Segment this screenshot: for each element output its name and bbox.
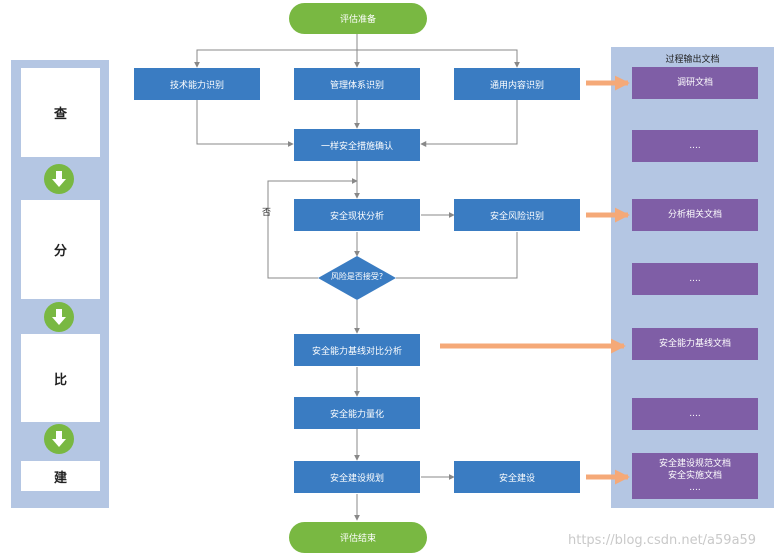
no-label: 否	[262, 208, 272, 218]
process-planning: 安全建设规划	[294, 461, 420, 493]
doc-line: ....	[689, 483, 701, 493]
process-build: 安全建设	[454, 461, 580, 493]
down-arrow-icon	[44, 302, 74, 332]
stage-fen: 分	[21, 200, 100, 299]
down-arrow-icon	[44, 164, 74, 194]
doc-line: 安全能力基线文档	[658, 339, 731, 349]
doc-line: 调研文档	[676, 78, 713, 88]
output-panel-title: 过程输出文档	[665, 55, 720, 65]
doc-survey: 调研文档	[632, 67, 758, 99]
stage-cha: 查	[21, 68, 100, 157]
process-mgmt-identify: 管理体系识别	[294, 68, 420, 100]
doc-analysis: 分析相关文档	[632, 199, 758, 231]
doc-line: ....	[689, 274, 701, 284]
watermark: https://blog.csdn.net/a59a59	[568, 533, 757, 548]
stage-jian: 建	[21, 461, 100, 491]
doc-more: ....	[632, 130, 758, 162]
down-arrow-icon	[44, 424, 74, 454]
decision-diamond	[318, 256, 396, 300]
doc-baseline: 安全能力基线文档	[632, 328, 758, 360]
process-confirm: 一样安全措施确认	[294, 129, 420, 161]
end-terminal: 评估结束	[289, 522, 427, 553]
start-terminal: 评估准备	[289, 3, 427, 34]
doc-more: ....	[632, 398, 758, 430]
process-risk: 安全风险识别	[454, 199, 580, 231]
decision-label: 风险是否接受?	[330, 272, 384, 281]
doc-line: ....	[689, 141, 701, 151]
doc-line: 安全实施文档	[667, 471, 722, 481]
process-tech-identify: 技术能力识别	[134, 68, 260, 100]
process-baseline: 安全能力基线对比分析	[294, 334, 420, 366]
stage-bi: 比	[21, 334, 100, 422]
doc-line: ....	[689, 409, 701, 419]
process-status: 安全现状分析	[294, 199, 420, 231]
doc-build: 安全建设规范文档 安全实施文档 ....	[632, 453, 758, 499]
process-quantify: 安全能力量化	[294, 397, 420, 429]
doc-line: 分析相关文档	[667, 210, 722, 220]
doc-more: ....	[632, 263, 758, 295]
process-common-identify: 通用内容识别	[454, 68, 580, 100]
doc-line: 安全建设规范文档	[658, 459, 731, 469]
